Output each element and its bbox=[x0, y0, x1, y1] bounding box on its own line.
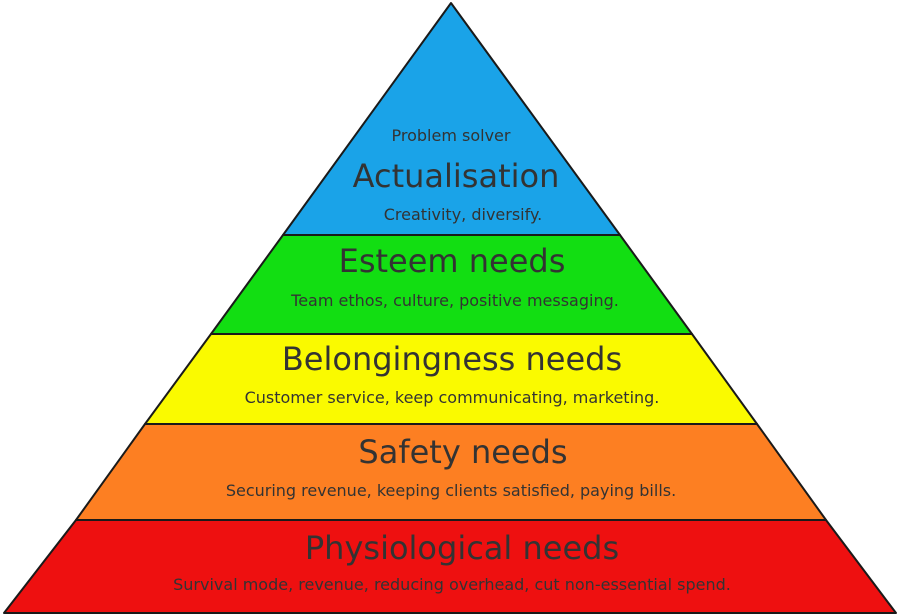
tier-esteem-description: Team ethos, culture, positive messaging. bbox=[290, 291, 619, 310]
tier-physiological-title: Physiological needs bbox=[305, 529, 619, 567]
tier-physiological: Physiological needs Survival mode, reven… bbox=[3, 519, 897, 614]
tier-esteem: Esteem needs Team ethos, culture, positi… bbox=[210, 234, 693, 335]
tier-actualisation-description: Creativity, diversify. bbox=[384, 205, 543, 224]
tier-safety: Safety needs Securing revenue, keeping c… bbox=[75, 423, 827, 521]
tier-actualisation-pre: Problem solver bbox=[392, 126, 511, 145]
tier-belongingness-description: Customer service, keep communicating, ma… bbox=[245, 388, 660, 407]
tier-esteem-title: Esteem needs bbox=[339, 242, 566, 280]
tier-belongingness: Belongingness needs Customer service, ke… bbox=[144, 333, 758, 425]
tier-belongingness-title: Belongingness needs bbox=[282, 340, 622, 378]
tier-actualisation-title: Actualisation bbox=[353, 157, 560, 195]
tier-safety-title: Safety needs bbox=[358, 433, 567, 471]
tier-actualisation: Problem solver Actualisation Creativity,… bbox=[282, 2, 621, 236]
tier-safety-description: Securing revenue, keeping clients satisf… bbox=[226, 481, 676, 500]
tier-actualisation-shape bbox=[282, 2, 621, 236]
tier-physiological-description: Survival mode, revenue, reducing overhea… bbox=[173, 575, 731, 594]
tier-physiological-shape bbox=[3, 519, 897, 614]
